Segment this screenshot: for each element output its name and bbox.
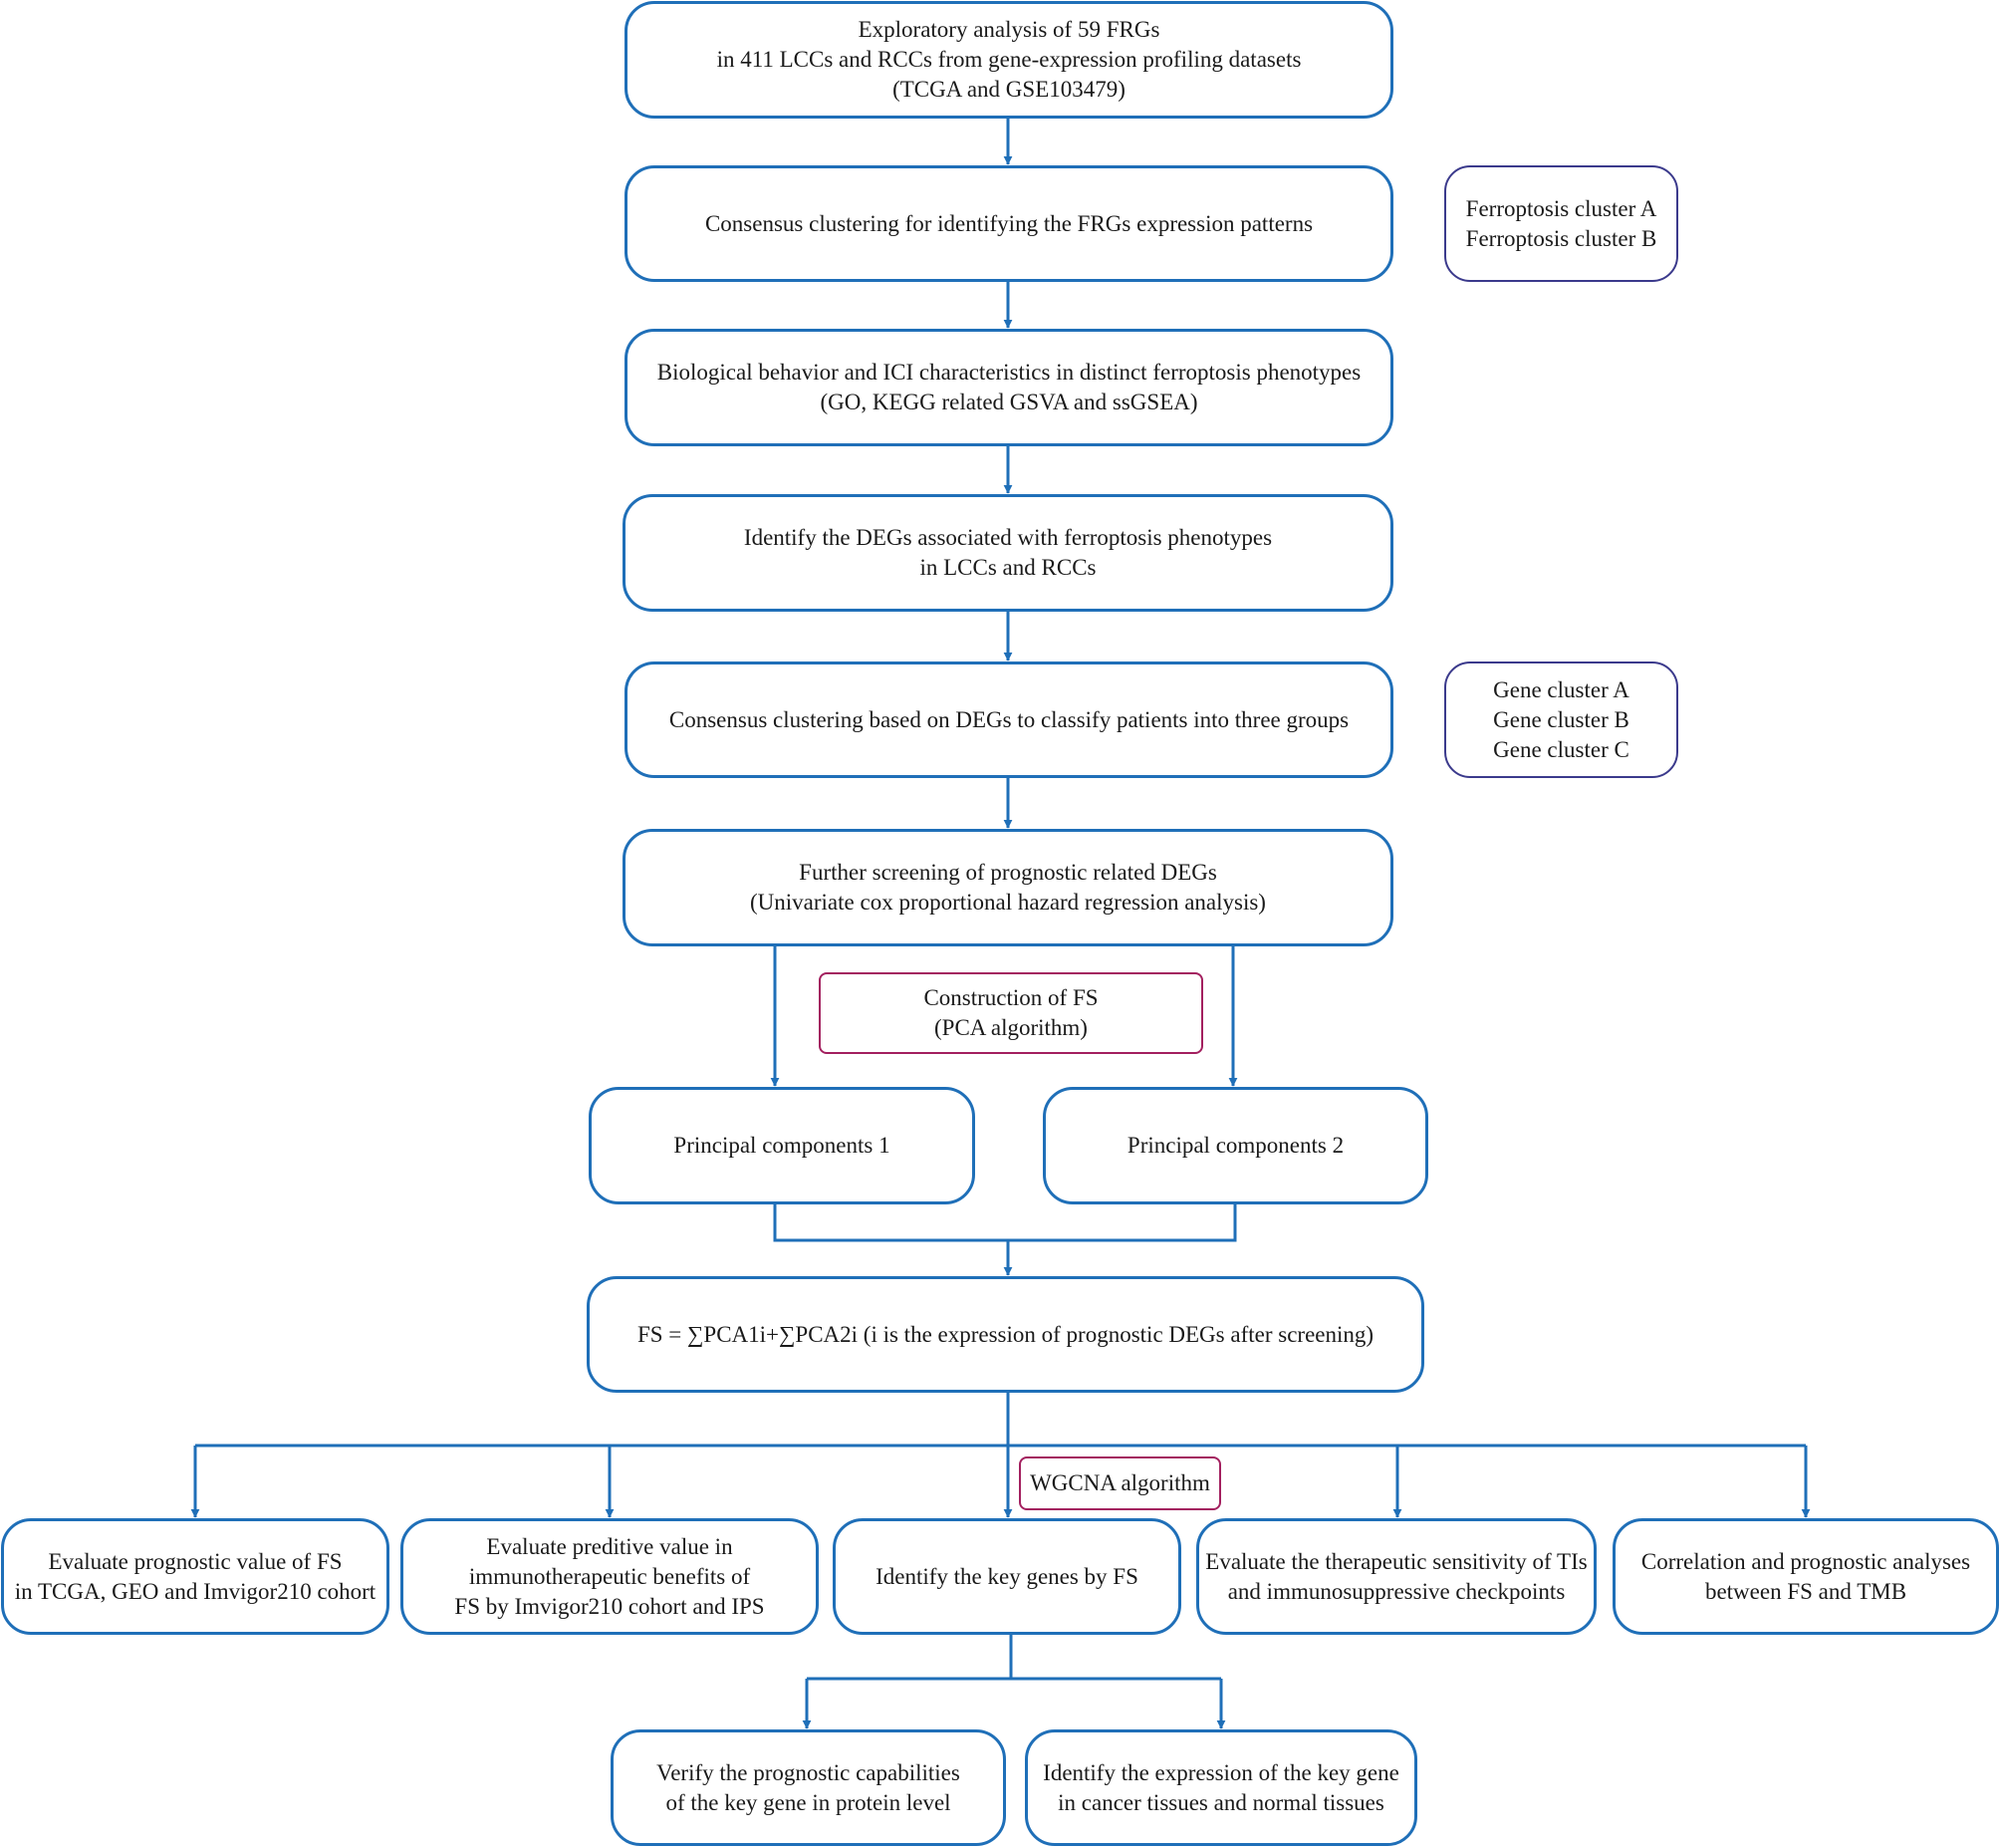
node-consensus-clustering-frgs: Consensus clustering for identifying the… — [625, 165, 1393, 282]
node-exploratory-analysis: Exploratory analysis of 59 FRGs in 411 L… — [625, 1, 1393, 119]
node-consensus-clustering-degs: Consensus clustering based on DEGs to cl… — [625, 661, 1393, 778]
node-identify-key-genes: Identify the key genes by FS — [833, 1518, 1181, 1635]
node-biological-behavior: Biological behavior and ICI characterist… — [625, 329, 1393, 446]
side-gene-clusters: Gene cluster A Gene cluster B Gene clust… — [1444, 661, 1678, 778]
node-therapeutic-sensitivity: Evaluate the therapeutic sensitivity of … — [1196, 1518, 1597, 1635]
node-correlation-fs-tmb: Correlation and prognostic analyses betw… — [1613, 1518, 1999, 1635]
node-identify-degs: Identify the DEGs associated with ferrop… — [623, 494, 1393, 612]
node-fs-formula: FS = ∑PCA1i+∑PCA2i (i is the expression … — [587, 1276, 1424, 1393]
node-principal-components-1: Principal components 1 — [589, 1087, 975, 1204]
note-construction-of-fs: Construction of FS (PCA algorithm) — [819, 972, 1203, 1054]
node-verify-prognostic-capabilities: Verify the prognostic capabilities of th… — [611, 1729, 1006, 1846]
note-wgcna-algorithm: WGCNA algorithm — [1019, 1456, 1221, 1510]
node-identify-expression-key-gene: Identify the expression of the key gene … — [1025, 1729, 1417, 1846]
node-evaluate-predictive-value: Evaluate preditive value in immunotherap… — [400, 1518, 819, 1635]
join-n7-n8 — [773, 1204, 1237, 1242]
node-further-screening: Further screening of prognostic related … — [623, 829, 1393, 946]
node-evaluate-prognostic-value: Evaluate prognostic value of FS in TCGA,… — [1, 1518, 389, 1635]
node-principal-components-2: Principal components 2 — [1043, 1087, 1428, 1204]
side-ferroptosis-clusters: Ferroptosis cluster A Ferroptosis cluste… — [1444, 165, 1678, 282]
